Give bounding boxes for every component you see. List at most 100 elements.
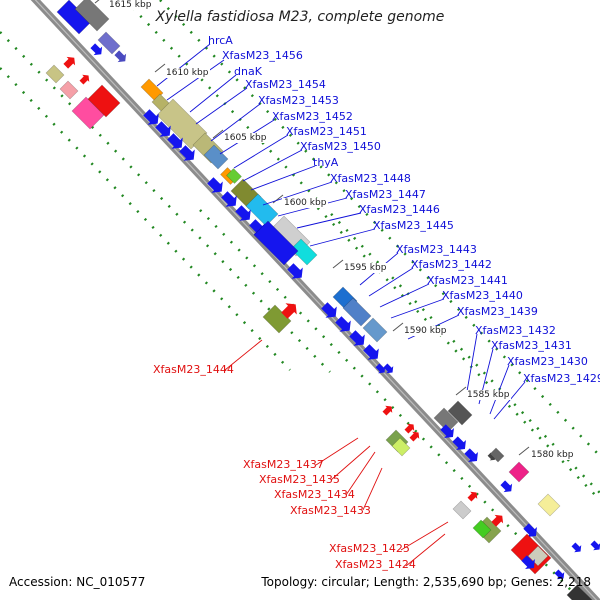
map-title: Xylella fastidiosa M23, complete genome bbox=[155, 9, 445, 25]
gene-shape-slate bbox=[97, 31, 121, 55]
cds-arrow bbox=[235, 205, 251, 221]
gene-shape-pink bbox=[59, 80, 79, 100]
cds-arrow bbox=[335, 316, 351, 332]
gene-label-xfasm23-1431[interactable]: XfasM23_1431 bbox=[491, 339, 572, 352]
gene-shape-lime bbox=[391, 437, 411, 457]
gene-label-xfasm23-1443[interactable]: XfasM23_1443 bbox=[396, 243, 477, 256]
gene-shape-grey bbox=[489, 447, 505, 463]
gene-shape-red bbox=[87, 84, 121, 118]
label-leader-line bbox=[489, 364, 510, 415]
cds-arrow bbox=[590, 540, 600, 551]
gene-label-xfasm23-1451[interactable]: XfasM23_1451 bbox=[286, 125, 367, 138]
gene-label-xfasm23-1440[interactable]: XfasM23_1440 bbox=[442, 289, 523, 302]
label-leader-line bbox=[210, 103, 261, 142]
label-leader-line bbox=[330, 445, 371, 481]
gene-label-xfasm23-1456[interactable]: XfasM23_1456 bbox=[222, 49, 303, 62]
gene-label-xfasm23-1452[interactable]: XfasM23_1452 bbox=[272, 110, 353, 123]
orf-arrow bbox=[382, 405, 393, 416]
gene-label-xfasm23-1441[interactable]: XfasM23_1441 bbox=[427, 274, 508, 287]
cds-arrow bbox=[487, 452, 496, 461]
cds-arrow bbox=[155, 121, 171, 137]
gene-shape-grey bbox=[74, 0, 110, 32]
gene-shape-black bbox=[566, 584, 593, 600]
gene-label-xfasm23-1445[interactable]: XfasM23_1445 bbox=[373, 219, 454, 232]
gene-label-xfasm23-1444[interactable]: XfasM23_1444 bbox=[153, 363, 234, 376]
cds-arrow bbox=[500, 480, 513, 493]
label-leader-line bbox=[224, 339, 263, 371]
gene-label-hrcA[interactable]: hrcA bbox=[208, 34, 233, 47]
orf-arrow bbox=[79, 74, 90, 85]
label-leader-line bbox=[242, 149, 303, 182]
cds-arrow bbox=[143, 109, 159, 125]
cds-arrow bbox=[321, 302, 337, 318]
scale-tick bbox=[518, 446, 530, 456]
cds-arrow bbox=[554, 569, 565, 580]
label-leader-line bbox=[262, 181, 333, 206]
gene-label-xfasm23-1446[interactable]: XfasM23_1446 bbox=[359, 203, 440, 216]
gene-shape-green bbox=[472, 519, 492, 539]
scale-label: 1585 kbp bbox=[465, 390, 512, 400]
label-leader-line bbox=[345, 451, 376, 496]
cds-arrow bbox=[363, 344, 379, 360]
label-leader-line bbox=[400, 521, 449, 551]
cds-arrow bbox=[207, 177, 223, 193]
label-leader-line bbox=[405, 533, 446, 567]
track-dotted-line bbox=[199, 209, 583, 600]
gene-label-xfasm23-1435[interactable]: XfasM23_1435 bbox=[259, 473, 340, 486]
gene-label-xfasm23-1429[interactable]: XfasM23_1429 bbox=[523, 372, 600, 385]
gene-label-xfasm23-1430[interactable]: XfasM23_1430 bbox=[507, 355, 588, 368]
gene-label-xfasm23-1448[interactable]: XfasM23_1448 bbox=[330, 172, 411, 185]
gene-shape-steel bbox=[203, 144, 229, 170]
gene-shape-khaki bbox=[156, 98, 208, 150]
cds-arrow bbox=[114, 50, 127, 63]
gene-label-xfasm23-1442[interactable]: XfasM23_1442 bbox=[411, 258, 492, 271]
cds-arrow bbox=[571, 542, 582, 553]
gene-label-xfasm23-1447[interactable]: XfasM23_1447 bbox=[345, 188, 426, 201]
track-dotted-line bbox=[159, 0, 600, 457]
gene-shape-cyan bbox=[290, 238, 318, 266]
gene-label-thyA[interactable]: thyA bbox=[313, 156, 339, 169]
cds-arrow bbox=[523, 523, 537, 537]
scale-label: 1615 kbp bbox=[107, 0, 154, 10]
orf-arrow bbox=[491, 514, 504, 527]
gene-shape-darkgrey bbox=[447, 400, 473, 426]
label-leader-line bbox=[309, 228, 376, 247]
cds-gene-shape bbox=[253, 220, 299, 266]
gene-label-xfasm23-1432[interactable]: XfasM23_1432 bbox=[475, 324, 556, 337]
label-leader-line bbox=[195, 87, 248, 125]
label-leader-line bbox=[379, 283, 430, 308]
gene-label-xfasm23-1453[interactable]: XfasM23_1453 bbox=[258, 94, 339, 107]
gene-shape-steel bbox=[362, 317, 388, 343]
scale-label: 1605 kbp bbox=[222, 133, 269, 143]
accession-text: Accession: NC_010577 bbox=[9, 575, 146, 589]
gene-label-dnaK[interactable]: dnaK bbox=[234, 65, 262, 78]
cds-arrow bbox=[221, 191, 237, 207]
gene-label-xfasm23-1424[interactable]: XfasM23_1424 bbox=[335, 558, 416, 571]
gene-shape-yellow bbox=[537, 493, 561, 517]
gene-label-xfasm23-1439[interactable]: XfasM23_1439 bbox=[457, 305, 538, 318]
gene-label-xfasm23-1450[interactable]: XfasM23_1450 bbox=[300, 140, 381, 153]
gene-shape-lightgrey bbox=[452, 500, 472, 520]
gene-label-xfasm23-1437[interactable]: XfasM23_1437 bbox=[243, 458, 324, 471]
cds-arrow bbox=[375, 363, 386, 374]
scale-label: 1590 kbp bbox=[402, 326, 449, 336]
label-leader-line bbox=[233, 134, 289, 169]
orf-arrow bbox=[63, 56, 76, 69]
gene-label-xfasm23-1434[interactable]: XfasM23_1434 bbox=[274, 488, 355, 501]
label-leader-line bbox=[368, 267, 414, 297]
cds-arrow bbox=[179, 145, 195, 161]
track-dotted-line bbox=[124, 0, 600, 494]
track-dotted-line bbox=[0, 67, 291, 371]
label-leader-line bbox=[156, 43, 211, 87]
cds-arrow bbox=[452, 436, 466, 450]
gene-shape-green bbox=[226, 168, 242, 184]
gene-shape-orange bbox=[140, 78, 164, 102]
gene-label-xfasm23-1433[interactable]: XfasM23_1433 bbox=[290, 504, 371, 517]
gene-label-xfasm23-1454[interactable]: XfasM23_1454 bbox=[245, 78, 326, 91]
orf-arrow bbox=[404, 423, 415, 434]
label-leader-line bbox=[465, 333, 478, 398]
scale-tick bbox=[212, 129, 224, 139]
gene-label-xfasm23-1425[interactable]: XfasM23_1425 bbox=[329, 542, 410, 555]
